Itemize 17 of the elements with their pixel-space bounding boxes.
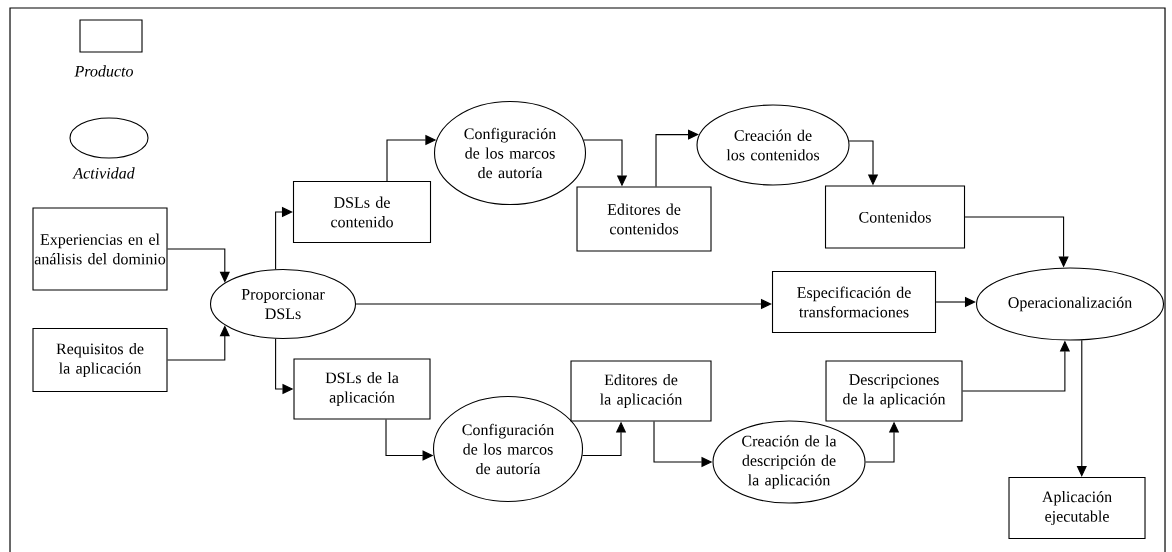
product-box: Experiencias en el análisis del dominio — [32, 207, 168, 291]
legend-label: Producto — [74, 65, 133, 77]
product-box: Descripciones de la aplicación — [825, 360, 963, 422]
legend-label: Actividad — [72, 167, 135, 179]
arrow — [167, 325, 230, 361]
product-box: Especificación de transformaciones — [771, 270, 937, 334]
product-box: DSLs de contenido — [292, 180, 432, 244]
product-box: Requisitos de la aplicación — [32, 327, 168, 393]
product-box: DSLs de la aplicación — [293, 358, 431, 420]
product-box: Contenidos — [824, 185, 966, 249]
arrow — [1076, 339, 1087, 477]
product-box: Editores de la aplicación — [570, 360, 712, 422]
arrow — [655, 129, 699, 187]
product-box: Aplicación ejecutable — [1008, 476, 1146, 540]
product-box: Editores de contenidos — [576, 186, 712, 252]
arrow — [167, 248, 230, 283]
arrow — [275, 206, 293, 270]
